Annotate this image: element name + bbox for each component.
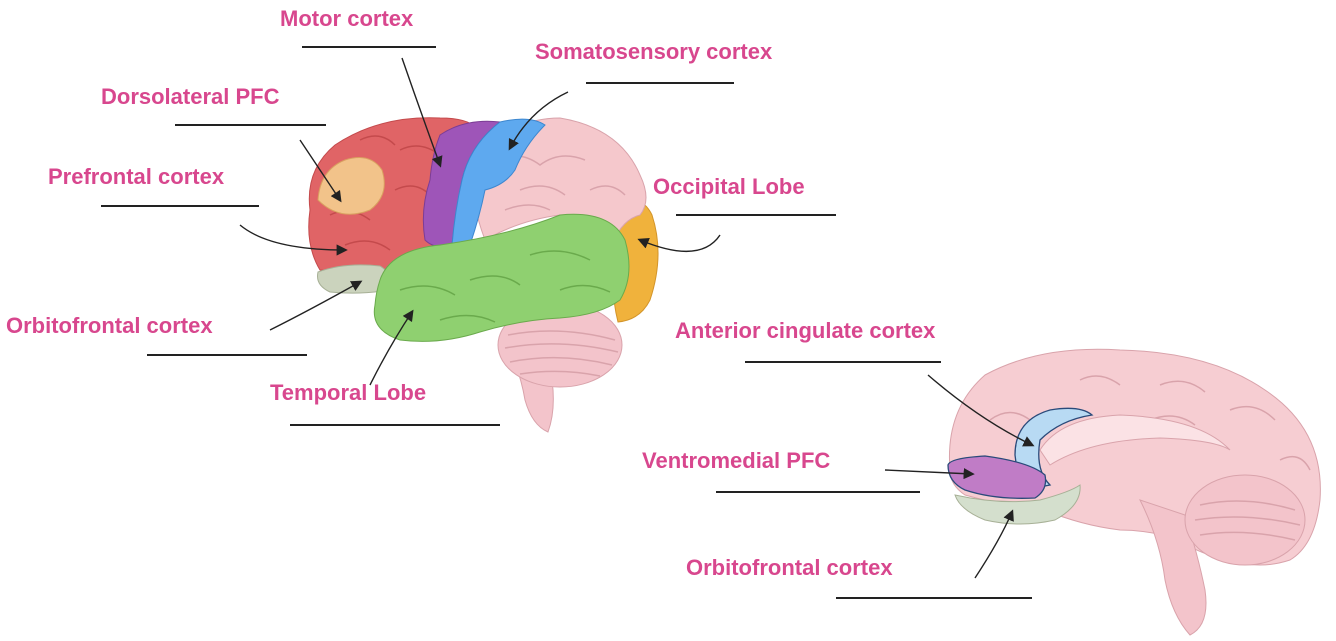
label-orbitofrontal-cortex-medial: Orbitofrontal cortex bbox=[686, 557, 893, 579]
blank-occipital-lobe bbox=[676, 214, 836, 216]
blank-orbitofrontal-cortex-lateral bbox=[147, 354, 307, 356]
blank-ventromedial-pfc bbox=[716, 491, 920, 493]
label-prefrontal-cortex: Prefrontal cortex bbox=[48, 166, 224, 188]
blank-somatosensory-cortex bbox=[586, 82, 734, 84]
blank-anterior-cingulate-cortex bbox=[745, 361, 941, 363]
blank-orbitofrontal-cortex-medial bbox=[836, 597, 1032, 599]
label-dorsolateral-pfc: Dorsolateral PFC bbox=[101, 86, 280, 108]
label-ventromedial-pfc: Ventromedial PFC bbox=[642, 450, 830, 472]
blank-motor-cortex bbox=[302, 46, 436, 48]
label-somatosensory-cortex: Somatosensory cortex bbox=[535, 41, 772, 63]
medial-brain bbox=[948, 349, 1320, 635]
label-motor-cortex: Motor cortex bbox=[280, 8, 413, 30]
label-occipital-lobe: Occipital Lobe bbox=[653, 176, 805, 198]
blank-temporal-lobe bbox=[290, 424, 500, 426]
blank-dorsolateral-pfc bbox=[175, 124, 326, 126]
label-anterior-cingulate-cortex: Anterior cingulate cortex bbox=[675, 320, 935, 342]
blank-prefrontal-cortex bbox=[101, 205, 259, 207]
label-temporal-lobe: Temporal Lobe bbox=[270, 382, 426, 404]
label-orbitofrontal-cortex-lateral: Orbitofrontal cortex bbox=[6, 315, 213, 337]
medial-cerebellum bbox=[1185, 475, 1305, 565]
